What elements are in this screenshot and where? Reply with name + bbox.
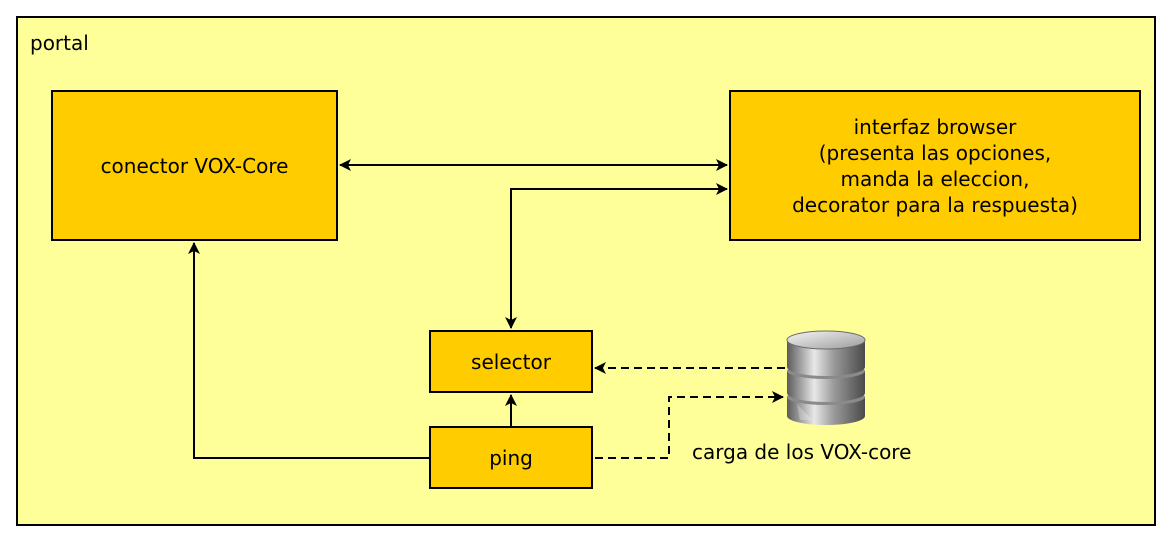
conector-vox-core-node: conector VOX-Core [51,90,338,241]
interfaz-line-1: interfaz browser [853,114,1017,139]
interfaz-line-2: (presenta las opciones, [818,140,1052,165]
conector-vox-core-label: conector VOX-Core [100,153,289,178]
edge-ping-database [595,391,784,459]
ping-node: ping [429,426,593,489]
interfaz-line-3: manda la eleccion, [840,166,1030,191]
interfaz-line-4: decorator para la respuesta) [792,192,1078,217]
selector-node: selector [429,330,593,393]
database-icon [786,330,866,425]
edge-ping-conector [188,242,429,459]
ping-label: ping [489,445,533,470]
portal-label: portal [30,31,89,55]
database-label: carga de los VOX-core [692,440,912,464]
interfaz-browser-node: interfaz browser (presenta las opciones,… [729,90,1141,241]
selector-label: selector [471,349,551,374]
edge-selector-interfaz [505,183,728,329]
